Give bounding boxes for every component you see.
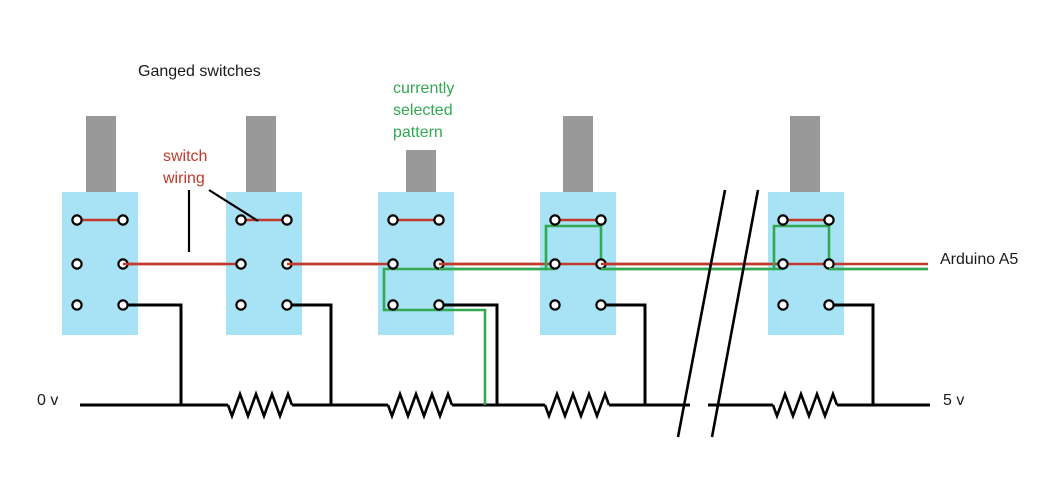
switch-4-terminal-bot-left[interactable] — [549, 299, 561, 311]
switch-2-terminal-bot-right[interactable] — [281, 299, 293, 311]
selected-pattern-label-line3: pattern — [393, 124, 443, 141]
switch-1-terminal-mid-left[interactable] — [71, 258, 83, 270]
switch-5-terminal-top-left[interactable] — [777, 214, 789, 226]
selected-pattern-label-line2: selected — [393, 102, 453, 119]
switch-3-terminal-bot-left[interactable] — [387, 299, 399, 311]
switch-3-terminal-bot-right[interactable] — [433, 299, 445, 311]
resistor-1 — [226, 390, 294, 420]
switch-1-terminal-top-right[interactable] — [117, 214, 129, 226]
switch-4-terminal-bot-right[interactable] — [595, 299, 607, 311]
switch-1-terminal-top-left[interactable] — [71, 214, 83, 226]
switch-4-terminal-mid-left[interactable] — [549, 258, 561, 270]
switch-5-terminal-bot-right[interactable] — [823, 299, 835, 311]
switch-5-selected-pattern-wire — [772, 224, 831, 271]
resistor-3 — [543, 390, 611, 420]
ganged-switches-label: Ganged switches — [138, 63, 261, 80]
break-line-left — [676, 189, 727, 438]
switch-5-terminal-bot-left[interactable] — [777, 299, 789, 311]
switch-5-drop-wire — [829, 303, 875, 405]
switch-1-drop-wire — [123, 303, 183, 405]
switch-4-terminal-top-right[interactable] — [595, 214, 607, 226]
switch-2-terminal-mid-left[interactable] — [235, 258, 247, 270]
resistor-2 — [386, 390, 454, 420]
selected-pattern-label-line1: currently — [393, 80, 454, 97]
switch-2-terminal-top-left[interactable] — [235, 214, 247, 226]
switch-3-terminal-top-left[interactable] — [387, 214, 399, 226]
switch-2-drop-wire — [287, 303, 333, 405]
switch-5-terminal-mid-right[interactable] — [823, 258, 835, 270]
switch-3-lever[interactable] — [406, 150, 436, 194]
switch-3-drop-wire — [439, 303, 499, 405]
switch-3-terminal-mid-left[interactable] — [387, 258, 399, 270]
switch-5-lever[interactable] — [790, 116, 820, 194]
switch-3-selected-pattern-wire — [382, 267, 487, 405]
switch-1-terminal-bot-right[interactable] — [117, 299, 129, 311]
break-line-right — [710, 189, 760, 438]
resistor-4 — [771, 390, 839, 420]
switch-wiring-pointer-diagonal — [208, 189, 259, 222]
switch-4-drop-wire — [601, 303, 647, 405]
switch-3-terminal-top-right[interactable] — [433, 214, 445, 226]
switch-1-terminal-bot-left[interactable] — [71, 299, 83, 311]
switch-2-terminal-bot-left[interactable] — [235, 299, 247, 311]
switch-5-terminal-mid-left[interactable] — [777, 258, 789, 270]
zero-volt-label: 0 v — [37, 392, 58, 409]
switch-4-selected-pattern-wire — [544, 224, 603, 271]
switch-4-terminal-top-left[interactable] — [549, 214, 561, 226]
switch-5-terminal-top-right[interactable] — [823, 214, 835, 226]
arduino-a5-label: Arduino A5 — [940, 251, 1018, 268]
break-gap-mask — [690, 398, 708, 412]
switch-4-lever[interactable] — [563, 116, 593, 194]
switch-wiring-label-line2: wiring — [162, 170, 205, 187]
switch-2-terminal-top-right[interactable] — [281, 214, 293, 226]
switch-1-lever[interactable] — [86, 116, 116, 194]
five-volt-label: 5 v — [943, 392, 964, 409]
switch-wiring-label-line1: switch — [163, 148, 207, 165]
switch-2-lever[interactable] — [246, 116, 276, 194]
